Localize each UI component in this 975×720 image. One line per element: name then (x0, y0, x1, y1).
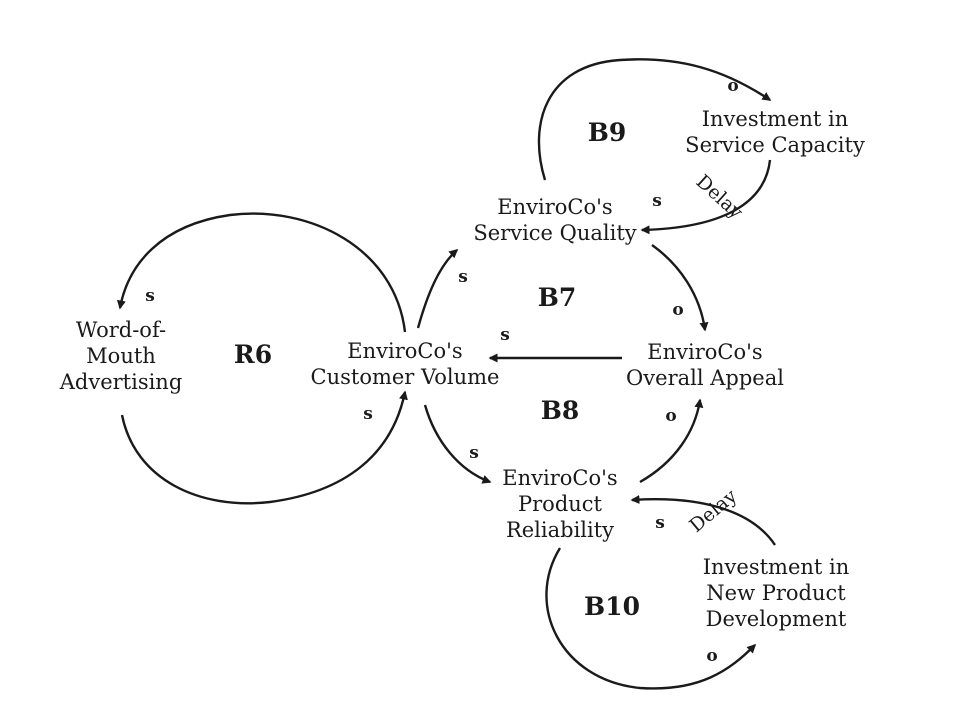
polarity-to-word-of-mouth: s (145, 286, 155, 306)
arrow-word-of-mouth-to-customer-volume (120, 390, 408, 505)
node-overall-appeal: EnviroCo's Overall Appeal (626, 339, 784, 391)
polarity-to-product-reliability-b10: s (655, 513, 665, 533)
arrow-investment-product-to-product-reliability (630, 495, 776, 546)
arrow-customer-volume-to-service-quality (416, 249, 459, 329)
node-word-of-mouth-advertising: Word-of- Mouth Advertising (60, 317, 183, 395)
arrow-investment-service-to-service-quality (640, 159, 772, 235)
polarity-to-investment-product: o (706, 646, 718, 666)
node-customer-volume: EnviroCo's Customer Volume (311, 338, 500, 390)
node-label-line: EnviroCo's (497, 195, 613, 219)
node-label-line: Service Capacity (685, 133, 865, 157)
node-label-line: Development (705, 607, 847, 631)
node-label-line: EnviroCo's (502, 466, 618, 490)
loop-label-b8: B8 (540, 396, 580, 425)
node-label-line: Service Quality (473, 221, 637, 245)
arrow-product-reliability-to-investment-product (545, 547, 757, 690)
node-label-line: Investment in (701, 107, 849, 131)
arrow-product-reliability-to-overall-appeal (639, 398, 704, 484)
node-label-line: Customer Volume (310, 365, 500, 389)
node-service-quality: EnviroCo's Service Quality (473, 194, 636, 246)
node-investment-service-capacity: Investment in Service Capacity (685, 106, 865, 158)
polarity-to-overall-appeal-b8: o (665, 406, 677, 426)
loop-label-b7: B7 (537, 283, 577, 312)
node-label-line: New Product (706, 581, 846, 605)
node-label-line: Investment in (702, 555, 850, 579)
loop-label-b9: B9 (587, 118, 627, 147)
polarity-to-customer-volume-b7: s (500, 325, 510, 345)
node-label-line: Advertising (59, 370, 183, 394)
node-label-line: Reliability (505, 518, 615, 542)
polarity-to-service-quality-b9: s (652, 191, 662, 211)
arrow-service-quality-to-overall-appeal (651, 244, 709, 332)
arrow-customer-volume-to-word-of-mouth (116, 212, 407, 333)
node-investment-new-product: Investment in New Product Development (703, 554, 850, 632)
node-product-reliability: EnviroCo's Product Reliability (502, 465, 617, 543)
node-label-line: Product (518, 492, 602, 516)
polarity-to-service-quality: s (458, 267, 468, 287)
arrow-service-quality-to-investment-service (537, 58, 772, 181)
loop-label-b10: B10 (584, 592, 640, 621)
node-label-line: EnviroCo's (647, 340, 763, 364)
polarity-to-product-reliability: s (469, 443, 479, 463)
polarity-to-customer-volume-r6: s (363, 404, 373, 424)
node-label-line: Word-of- (75, 318, 167, 342)
arrow-customer-volume-to-product-reliability (423, 404, 492, 484)
polarity-to-investment-service: o (727, 76, 739, 96)
node-label-line: Mouth (86, 344, 156, 368)
node-label-line: EnviroCo's (347, 339, 463, 363)
node-label-line: Overall Appeal (626, 366, 784, 390)
loop-label-r6: R6 (233, 340, 273, 369)
polarity-to-overall-appeal-b7: o (672, 300, 684, 320)
